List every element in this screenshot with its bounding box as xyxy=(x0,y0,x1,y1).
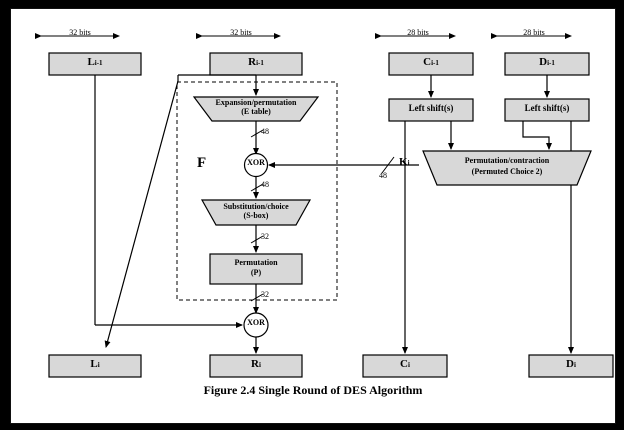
register-c-next-text: C xyxy=(400,358,408,370)
permuted-choice-line1: Permutation/contraction xyxy=(464,156,550,165)
permutation-block-line1: Permutation xyxy=(234,258,278,267)
xor-f-label: XOR xyxy=(247,158,265,167)
substitution-block-line1: Substitution/choice xyxy=(223,202,289,211)
bitwidth-label-d: 28 bits xyxy=(523,28,545,37)
register-r-next: Ri xyxy=(210,358,302,371)
register-r-prev: Ri-1 xyxy=(210,56,302,69)
f-function-label: F xyxy=(197,155,207,171)
expansion-block-line2: (E table) xyxy=(241,107,271,116)
register-d-prev-sub: i-1 xyxy=(547,59,555,67)
permutation-block-line2: (P) xyxy=(250,268,262,277)
register-d-next-text: D xyxy=(566,358,574,370)
width-48-key: 48 xyxy=(379,171,387,180)
register-l-prev-sub: i-1 xyxy=(94,59,103,67)
register-l-next-text: L xyxy=(90,358,98,370)
register-l-next-sub: i xyxy=(97,361,100,369)
bitwidth-label-c: 28 bits xyxy=(407,28,429,37)
figure-caption: Figure 2.4 Single Round of DES Algorithm xyxy=(203,383,423,397)
register-l-prev: Li-1 xyxy=(49,56,141,69)
width-48-expansion: 48 xyxy=(261,127,269,136)
left-shift-d-label: Left shift(s) xyxy=(524,103,570,113)
register-c-prev-text: C xyxy=(423,56,432,68)
width-32-permutation: 32 xyxy=(261,290,269,299)
key-label-text: K xyxy=(399,156,408,168)
register-l-prev-text: L xyxy=(87,56,95,68)
substitution-block-line2: (S-box) xyxy=(243,211,269,220)
register-d-prev-text: D xyxy=(539,56,548,68)
width-48-xor: 48 xyxy=(261,180,269,189)
register-c-prev: Ci-1 xyxy=(389,56,473,69)
register-r-next-sub: i xyxy=(259,361,261,369)
register-r-next-text: R xyxy=(251,358,259,370)
register-c-next-sub: i xyxy=(408,361,410,369)
key-label-sub: i xyxy=(407,159,410,167)
permuted-choice-line2: (Permuted Choice 2) xyxy=(471,167,543,176)
diagram-canvas: 32 bits 32 bits 28 bits 28 bits Li-1 Ri-… xyxy=(10,8,616,424)
expansion-block-line1: Expansion/permutation xyxy=(215,98,297,107)
width-32-sbox: 32 xyxy=(261,232,269,241)
xor-bottom-label: XOR xyxy=(247,318,265,327)
bitwidth-label-l: 32 bits xyxy=(69,28,91,37)
diagram-lines xyxy=(35,33,614,378)
register-d-next: Di xyxy=(529,358,613,371)
register-c-next: Ci xyxy=(363,358,447,371)
left-shift-c-label: Left shift(s) xyxy=(408,103,454,113)
register-c-prev-sub: i-1 xyxy=(431,59,439,67)
bitwidth-label-r: 32 bits xyxy=(230,28,252,37)
register-l-next: Li xyxy=(49,358,141,371)
key-label: Ki xyxy=(399,156,410,169)
register-r-prev-sub: i-1 xyxy=(256,59,264,67)
register-d-prev: Di-1 xyxy=(505,56,589,69)
register-d-next-sub: i xyxy=(574,361,576,369)
register-r-prev-text: R xyxy=(248,56,257,68)
